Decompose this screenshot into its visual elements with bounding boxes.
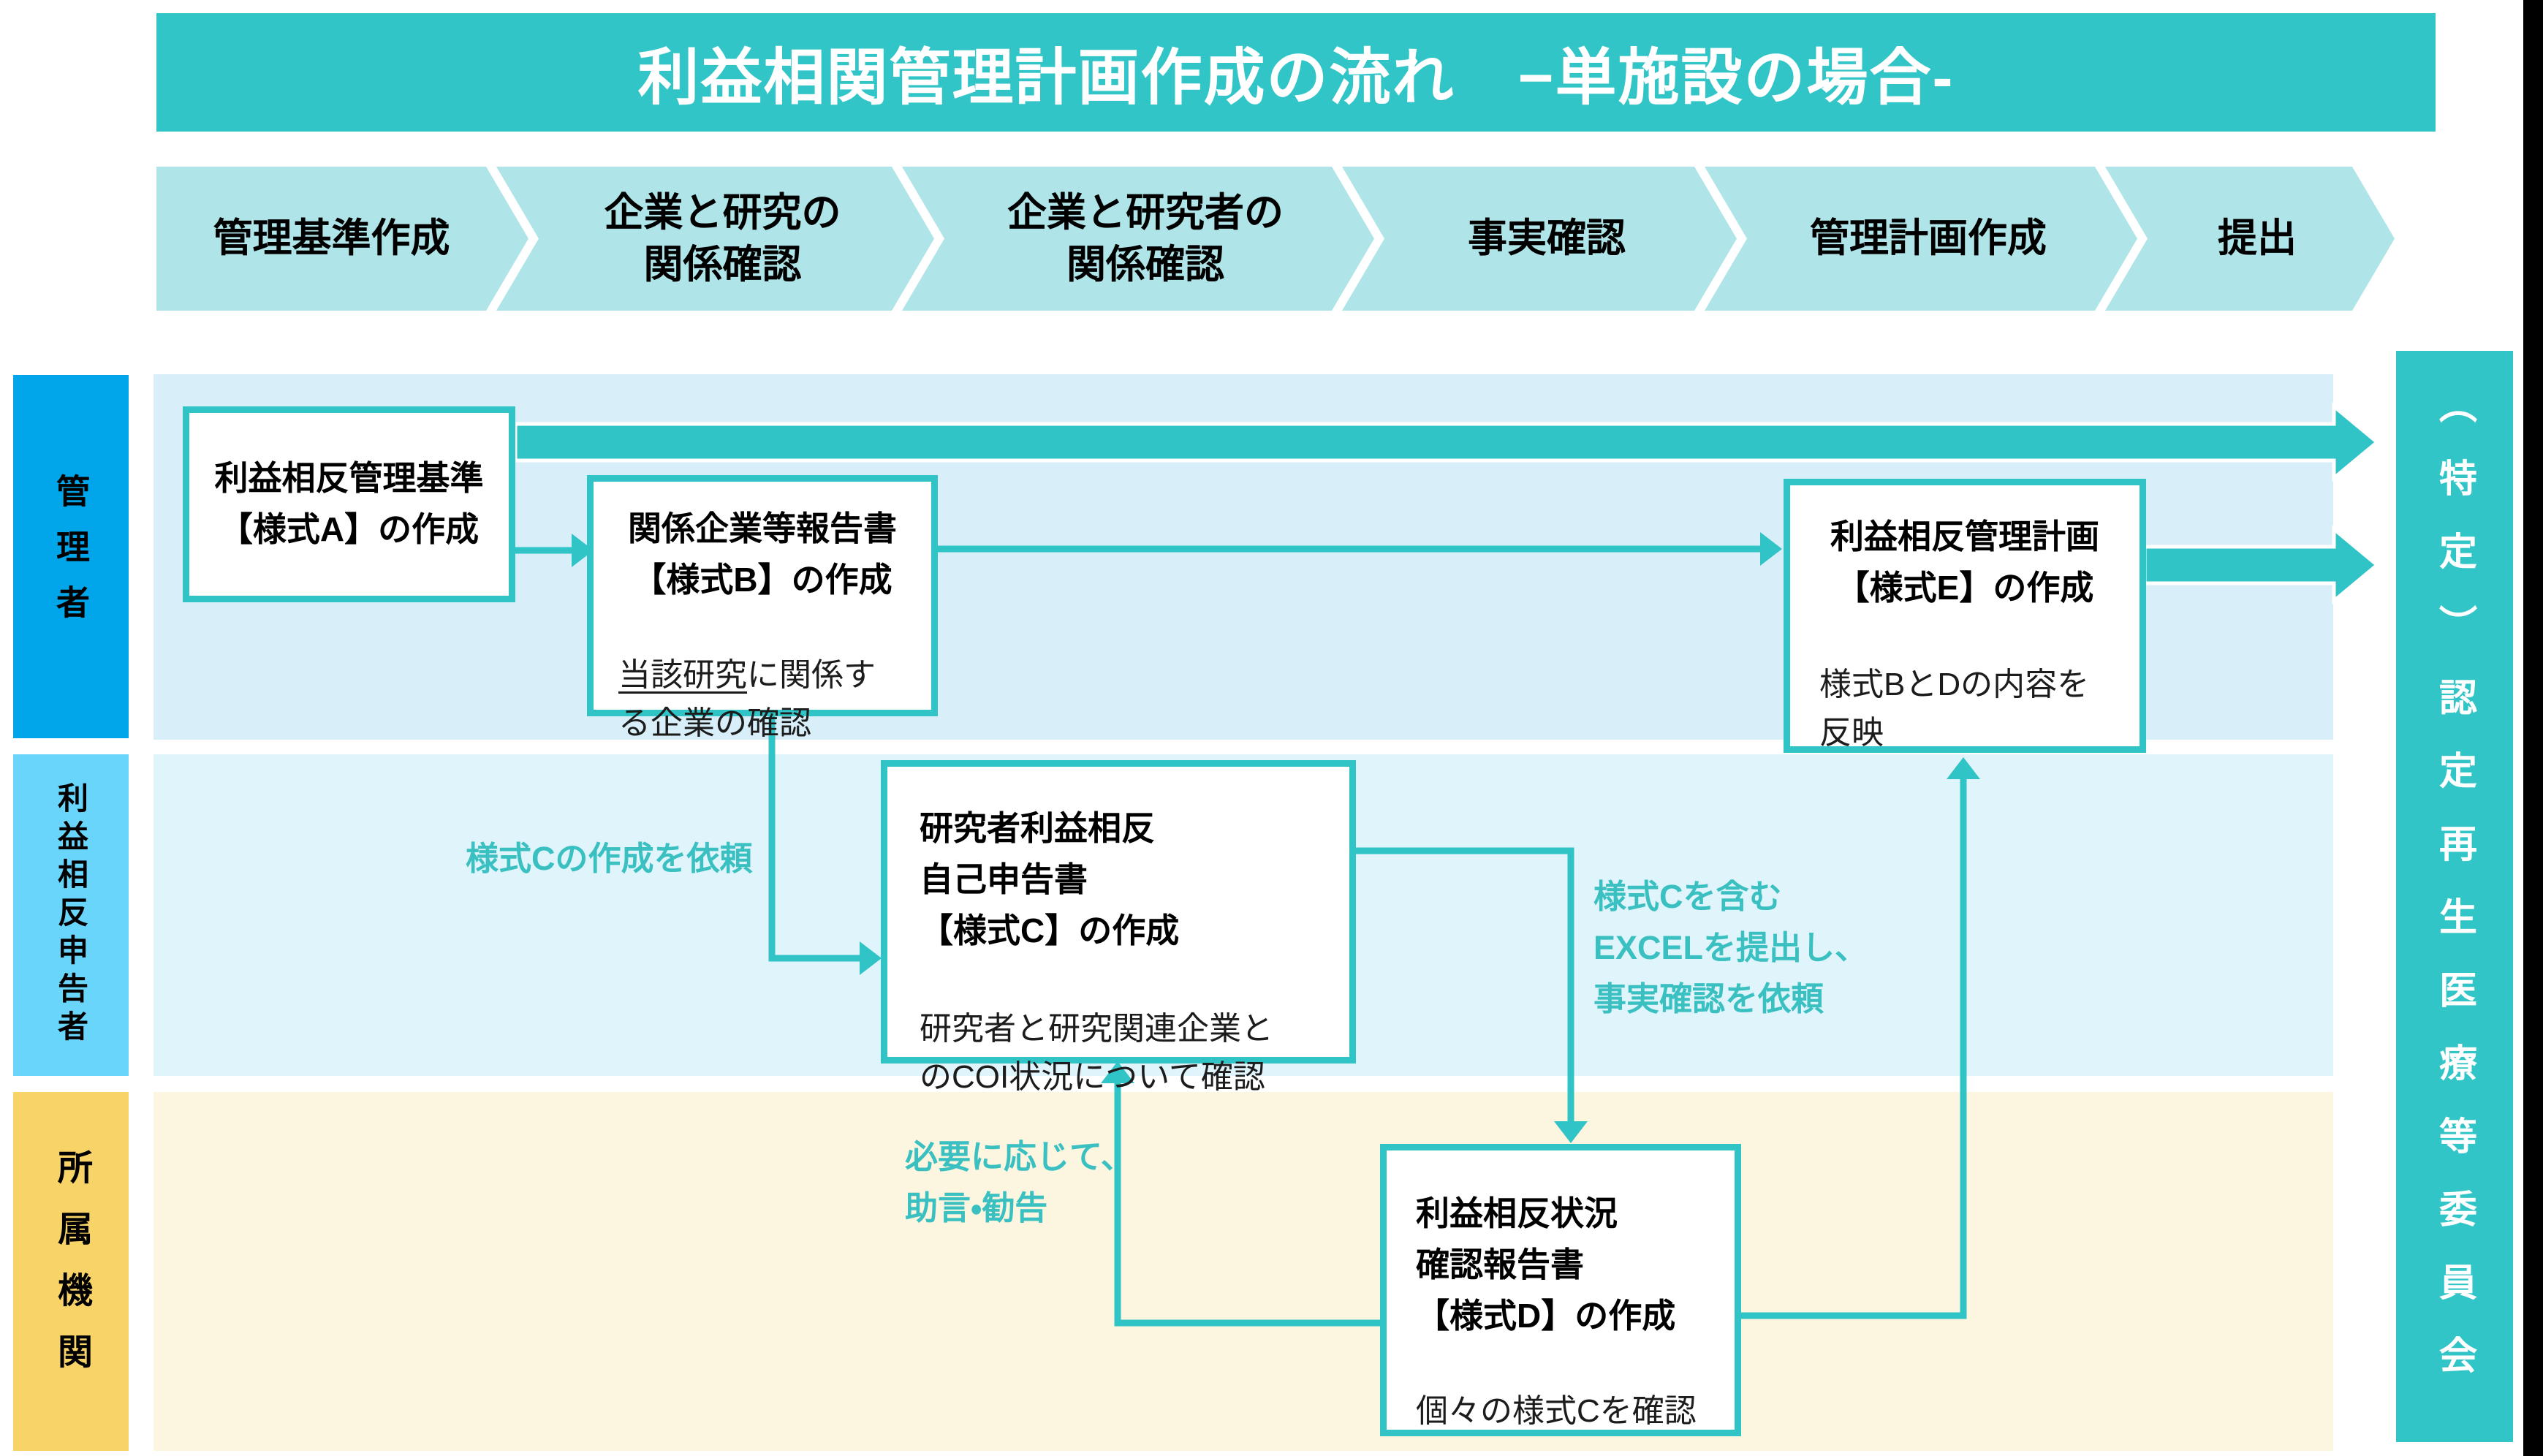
annotation-request-form-c: 様式Cの作成を依頼 <box>466 840 753 877</box>
step-label: 企業と研究者の 関係確認 <box>1007 191 1284 287</box>
lane-label-institution: 所属機関 <box>13 1092 129 1451</box>
title-bar: 利益相関管理計画作成の流れ −単施設の場合- <box>156 13 2436 132</box>
box-form-d: 利益相反状況 確認報告書 【様式D】の作成 個々の様式Cを確認 <box>1380 1144 1741 1436</box>
box-form-c: 研究者利益相反 自己申告書 【様式C】の作成 研究者と研究関連企業と のCOI状… <box>881 760 1356 1095</box>
step-chevron-standards: 管理基準作成 <box>156 167 528 311</box>
box-form-b-note-underlined: 当該研究 <box>618 656 747 693</box>
box-form-a: 利益相反管理基準 【様式A】の作成 <box>183 406 515 602</box>
step-chevron-company-researcher: 企業と研究者の 関係確認 <box>902 167 1374 311</box>
box-form-e-title: 利益相反管理計画 【様式E】の作成 <box>1830 517 2099 607</box>
arrow-c-to-d <box>1354 847 1574 1123</box>
box-form-a-title: 利益相反管理基準 【様式A】の作成 <box>214 459 484 548</box>
step-chevron-plan: 管理計画作成 <box>1705 167 2137 311</box>
box-form-b-note-rest: に関係す る企業の確認 <box>618 656 876 741</box>
arrowhead-d-to-c <box>1101 1061 1134 1083</box>
box-form-d-title: 利益相反状況 確認報告書 【様式D】の作成 <box>1416 1194 1676 1335</box>
step-label: 管理計画作成 <box>1810 216 2047 261</box>
box-form-c-note: 研究者と研究関連企業と のCOI状況について確認 <box>920 1010 1273 1095</box>
step-chevron-submit: 提出 <box>2105 167 2395 311</box>
arrowhead-d-to-e <box>1947 757 1980 779</box>
box-form-b-note: 当該研究に関係す る企業の確認 <box>594 651 931 748</box>
arrow-b-to-c <box>768 715 861 962</box>
page-title: 利益相関管理計画作成の流れ −単施設の場合- <box>637 42 1955 112</box>
box-form-e: 利益相反管理計画 【様式E】の作成 様式BとDの内容を 反映 <box>1784 479 2146 753</box>
box-form-b: 関係企業等報告書 【様式B】の作成 当該研究に関係す る企業の確認 <box>587 475 938 741</box>
committee-bar: （特定）認定再生医療等委員会 <box>2396 351 2513 1442</box>
arrowhead-c-to-d <box>1554 1121 1588 1143</box>
step-chevron-company-research: 企業と研究の 関係確認 <box>496 167 934 311</box>
arrowhead-a-to-b <box>572 534 594 567</box>
annotation-submit-excel: 様式Cを含む EXCELを提出し、 事実確認を依頼 <box>1593 878 1868 1017</box>
arrowhead-b-to-c <box>860 941 882 975</box>
step-label: 管理基準作成 <box>213 216 450 261</box>
box-form-e-note: 様式BとDの内容を 反映 <box>1819 666 2090 751</box>
annotation-advice: 必要に応じて、 助言・勧告 <box>905 1138 1134 1226</box>
arrow-d-to-c <box>1114 1082 1382 1327</box>
step-label: 事実確認 <box>1468 216 1626 261</box>
box-form-d-note: 個々の様式Cを確認 <box>1416 1392 1697 1429</box>
lane-label-manager: 管理者 <box>13 375 129 738</box>
lane-band-institution <box>154 1092 2333 1451</box>
arrow-d-to-e <box>1740 778 1967 1319</box>
step-chevron-fact-check: 事実確認 <box>1342 167 1737 311</box>
step-label: 提出 <box>2218 216 2297 261</box>
right-edge-strip <box>2523 0 2543 1456</box>
arrow-e-to-committee <box>2142 525 2380 605</box>
lane-label-coi-declarer: 利益相反申告者 <box>13 754 129 1076</box>
committee-label: （特定）認定再生医療等委員会 <box>2433 384 2476 1408</box>
box-form-b-title: 関係企業等報告書 【様式B】の作成 <box>628 509 897 599</box>
lane-label-text: 管理者 <box>52 473 90 640</box>
box-form-c-title: 研究者利益相反 自己申告書 【様式C】の作成 <box>920 809 1180 949</box>
lane-label-text: 所属機関 <box>52 1148 91 1395</box>
arrow-a-to-committee <box>513 402 2380 482</box>
arrowhead-b-to-e <box>1760 532 1782 566</box>
step-label: 企業と研究の 関係確認 <box>604 191 841 287</box>
lane-label-text: 利益相反申告者 <box>53 782 88 1048</box>
